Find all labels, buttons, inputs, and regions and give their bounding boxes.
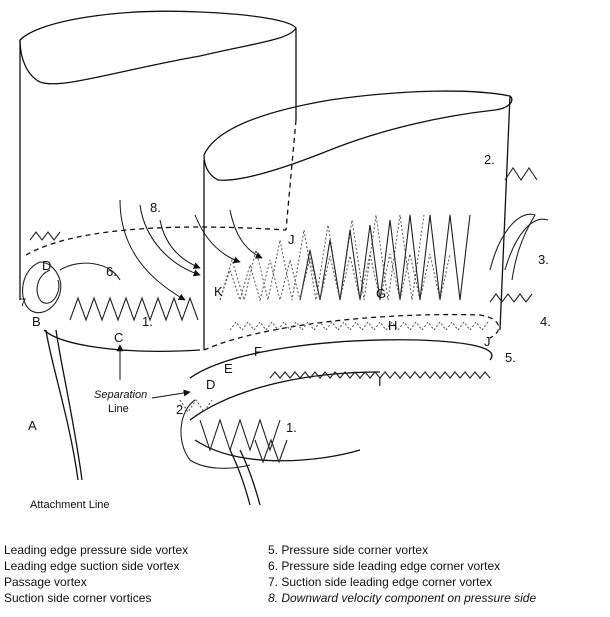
label-5: 5.: [505, 350, 516, 365]
front-blade: [204, 91, 512, 350]
label-D-top: D: [42, 258, 51, 273]
legend-item: Leading edge pressure side vortex: [4, 542, 188, 558]
label-8: 8.: [150, 200, 161, 215]
legend-left-column: Leading edge pressure side vortex Leadin…: [4, 542, 188, 606]
legend-item: 8. Downward velocity component on pressu…: [268, 590, 536, 606]
label-C: C: [114, 330, 123, 345]
label-3: 3.: [538, 252, 549, 267]
legend-item: 5. Pressure side corner vortex: [268, 542, 536, 558]
endwall-lines: [26, 227, 499, 505]
legend: Leading edge pressure side vortex Leadin…: [0, 542, 610, 617]
separation-line-label-2: Line: [108, 403, 129, 415]
label-B: B: [32, 314, 41, 329]
attachment-line-label: Attachment Line: [30, 499, 110, 511]
label-H: H: [388, 318, 397, 333]
passage-vortex-upper: [70, 298, 198, 320]
label-E: E: [224, 361, 233, 376]
label-7: 7: [20, 297, 26, 309]
label-1a: 1.: [142, 314, 153, 329]
legend-item: Suction side corner vortices: [4, 590, 188, 606]
label-2b: 2: [176, 402, 183, 417]
label-4: 4.: [540, 314, 551, 329]
label-G: G: [376, 286, 386, 301]
legend-item: Leading edge suction side vortex: [4, 558, 188, 574]
downward-velocity-arrows: [120, 200, 262, 300]
legend-item: Passage vortex: [4, 574, 188, 590]
label-F: F: [254, 344, 262, 359]
label-1b: 1.: [286, 420, 297, 435]
label-2a: 2.: [484, 152, 495, 167]
legend-item: 6. Pressure side leading edge corner vor…: [268, 558, 536, 574]
diagram-labels: A B C D D E F G H I J J K 1. 1. 2. 2 3. …: [20, 152, 551, 511]
label-A: A: [28, 418, 37, 433]
separation-line-label-1: Separation: [94, 389, 147, 401]
vortex-diagram: A B C D D E F G H I J J K 1. 1. 2. 2 3. …: [0, 0, 610, 520]
label-I: I: [378, 374, 382, 389]
label-D-bottom: D: [206, 377, 215, 392]
label-K: K: [214, 284, 223, 299]
legend-item: 7. Suction side leading edge corner vort…: [268, 574, 536, 590]
legend-right-column: 5. Pressure side corner vortex 6. Pressu…: [268, 542, 536, 606]
label-J-top: J: [288, 232, 295, 247]
label-6: 6.: [106, 264, 117, 279]
label-J-bottom: J: [484, 334, 491, 349]
